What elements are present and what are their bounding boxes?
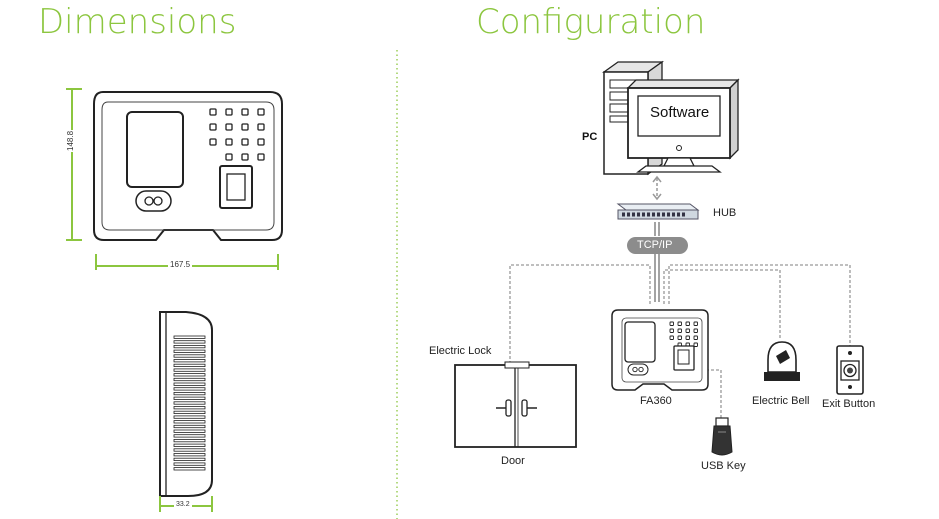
hub-port xyxy=(682,212,685,217)
keypad-key xyxy=(685,335,690,340)
hub-port xyxy=(657,212,660,217)
keypad-key xyxy=(685,321,690,326)
vent-slot xyxy=(173,429,206,433)
vent-slot xyxy=(173,443,206,447)
usb-key-label: USB Key xyxy=(701,460,746,472)
keypad-key xyxy=(669,328,674,333)
hub-port xyxy=(642,212,645,217)
hub-port xyxy=(667,212,670,217)
device-front-view xyxy=(93,91,283,241)
fa360-device-icon xyxy=(611,309,709,391)
vent-slot xyxy=(173,410,206,415)
device-side-view xyxy=(159,311,213,497)
keypad-key xyxy=(677,321,682,326)
keypad-key xyxy=(685,328,690,333)
vent-slot xyxy=(173,382,206,386)
vent-slot xyxy=(173,335,206,339)
keypad-key xyxy=(693,335,698,340)
vent-slot xyxy=(173,467,206,471)
vent-slot xyxy=(173,340,206,344)
keypad-key xyxy=(677,328,682,333)
keypad-key xyxy=(693,321,698,326)
vent-slot xyxy=(173,396,206,400)
hub-label: HUB xyxy=(713,207,737,219)
hub-port xyxy=(672,212,675,217)
keypad-key xyxy=(669,335,674,340)
width-dimension-label: 167.5 xyxy=(168,260,193,269)
hub-device-link xyxy=(654,222,660,302)
wiring-dashed-lines xyxy=(509,264,851,418)
keypad-key xyxy=(693,328,698,333)
tcpip-pill xyxy=(627,237,688,254)
side-vent-slots xyxy=(173,335,206,471)
hub-port xyxy=(627,212,630,217)
height-dimension-line xyxy=(66,88,82,241)
vent-slot xyxy=(173,349,206,353)
configuration-heading: Configuration xyxy=(476,2,706,42)
vent-slot xyxy=(173,406,206,410)
vent-slot xyxy=(173,368,206,372)
keypad-key xyxy=(677,335,682,340)
electric-bell-icon xyxy=(764,341,800,381)
vent-slot xyxy=(173,363,206,368)
usb-key-icon xyxy=(711,417,733,456)
vent-slot xyxy=(173,462,206,466)
depth-dimension-label: 33.2 xyxy=(174,501,192,508)
fa360-label: FA360 xyxy=(640,395,672,407)
keypad-key xyxy=(693,342,698,347)
hub-port xyxy=(652,212,655,217)
keypad-key xyxy=(669,321,674,326)
vent-slot xyxy=(173,401,206,405)
vent-slot xyxy=(173,438,206,443)
pc-hub-link xyxy=(652,175,662,201)
vent-slot xyxy=(173,359,206,363)
exit-button-label: Exit Button xyxy=(822,398,876,410)
hub-port xyxy=(677,212,680,217)
hub-port xyxy=(622,212,625,217)
vent-slot xyxy=(173,457,206,462)
door-icon xyxy=(454,361,577,448)
exit-button-icon xyxy=(836,345,864,395)
electric-bell-label: Electric Bell xyxy=(752,395,810,407)
vent-slot xyxy=(173,377,206,382)
hub-port xyxy=(662,212,665,217)
vent-slot xyxy=(173,373,206,377)
vent-slot xyxy=(173,415,206,419)
height-dimension-label: 148.8 xyxy=(66,129,75,152)
hub-port xyxy=(632,212,635,217)
vent-slot xyxy=(173,420,206,424)
vent-slot xyxy=(173,448,206,452)
pc-label: PC xyxy=(582,131,598,143)
software-label: Software xyxy=(650,104,710,121)
vent-slot xyxy=(173,453,206,457)
door-label: Door xyxy=(501,455,525,467)
vent-slot xyxy=(173,344,206,349)
monitor-icon xyxy=(626,78,740,173)
front-screen xyxy=(126,111,184,188)
vent-slot xyxy=(173,434,206,438)
vent-slot xyxy=(173,354,206,358)
vent-slot xyxy=(173,387,206,391)
front-keypad xyxy=(209,108,265,161)
dimensions-heading: Dimensions xyxy=(38,2,237,42)
vent-slot xyxy=(173,391,206,396)
tcpip-label: TCP/IP xyxy=(637,239,673,251)
hub-icon xyxy=(616,203,700,220)
hub-port xyxy=(647,212,650,217)
hub-port xyxy=(637,212,640,217)
electric-lock-label: Electric Lock xyxy=(429,345,492,357)
vent-slot xyxy=(173,424,206,429)
